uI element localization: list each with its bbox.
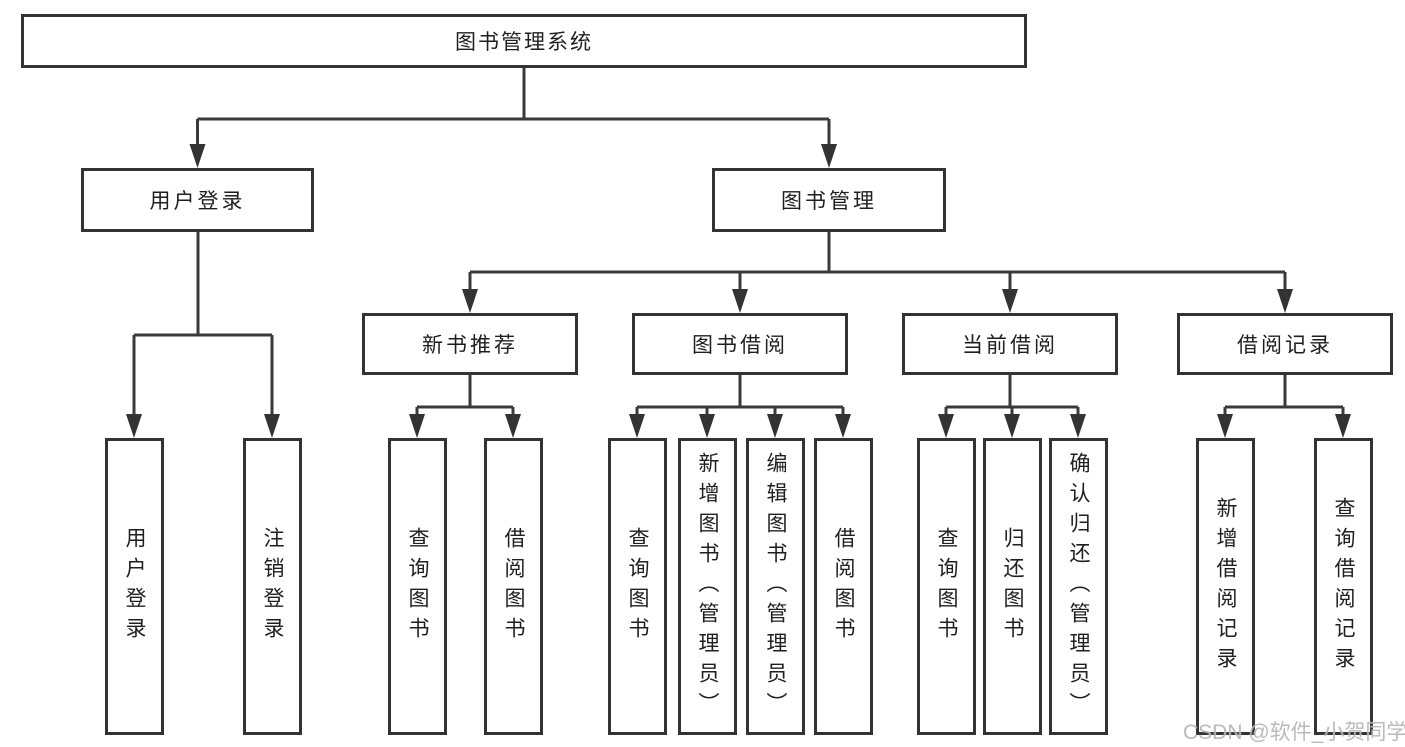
leaf-user-login: 用户登录 [105,438,164,735]
csdn-watermark: CSDN @软件_小贺同学 [1183,721,1405,744]
leaf-label: 查询图书 [406,526,429,647]
leaf-query-books: 查询图书 [388,438,447,735]
node-book-borrow: 图书借阅 [632,313,848,375]
connector-new-book-children [409,375,521,438]
node-book-management: 图书管理 [712,168,946,232]
leaf-query-borrow-record: 查询借阅记录 [1314,438,1373,735]
leaf-label: 查询借阅记录 [1332,496,1355,677]
node-borrow-records: 借阅记录 [1177,313,1393,375]
leaf-label: 借阅图书 [832,526,855,647]
leaf-label: 查询图书 [626,526,649,647]
connector-user-login-children [126,232,280,438]
leaf-label: 编辑图书（管理员） [764,451,787,722]
leaf-label: 确认归还（管理员） [1067,451,1090,722]
node-library-management-system: 图书管理系统 [21,14,1027,68]
node-label: 图书借阅 [692,334,788,357]
leaf-label: 新增图书（管理员） [696,451,719,722]
leaf-label: 查询图书 [935,526,958,647]
leaf-add-books-admin: 新增图书（管理员） [678,438,737,735]
leaf-label: 注销登录 [261,526,284,647]
leaf-query-books: 查询图书 [917,438,976,735]
connector-borrow-records-children [1217,375,1351,438]
leaf-borrow-books: 借阅图书 [814,438,873,735]
node-label: 借阅记录 [1237,334,1333,357]
leaf-edit-books-admin: 编辑图书（管理员） [746,438,805,735]
node-label: 新书推荐 [422,334,518,357]
leaf-label: 新增借阅记录 [1214,496,1237,677]
node-label: 当前借阅 [962,334,1058,357]
leaf-label: 用户登录 [123,526,146,647]
node-label: 图书管理系统 [455,31,593,54]
node-current-borrow: 当前借阅 [902,313,1118,375]
node-user-login: 用户登录 [81,168,314,232]
connector-book-management-children [462,232,1293,313]
node-label: 图书管理 [781,190,877,213]
connector-root-to-level2 [189,68,837,168]
leaf-query-books: 查询图书 [608,438,667,735]
leaf-label: 借阅图书 [502,526,525,647]
node-label: 用户登录 [149,190,246,213]
leaf-borrow-books: 借阅图书 [484,438,543,735]
node-new-book-recommend: 新书推荐 [362,313,578,375]
leaf-confirm-return-admin: 确认归还（管理员） [1049,438,1108,735]
leaf-return-books: 归还图书 [983,438,1042,735]
connector-current-borrow-children [938,375,1086,438]
connector-book-borrow-children [629,375,851,438]
leaf-logout: 注销登录 [243,438,302,735]
leaf-add-borrow-record: 新增借阅记录 [1196,438,1255,735]
leaf-label: 归还图书 [1001,526,1024,647]
